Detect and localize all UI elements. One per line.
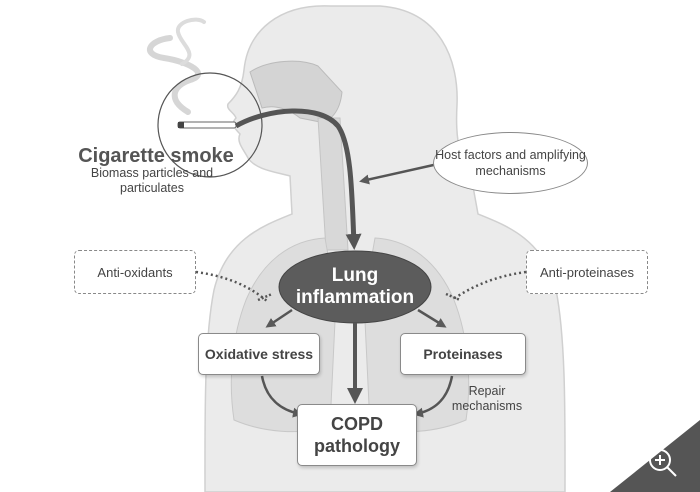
oxidative-stress-node: Oxidative stress: [198, 333, 320, 375]
anti-proteinases-node: Anti-proteinases: [526, 250, 648, 294]
mouth-callout-circle: [157, 72, 263, 178]
proteinases-to-copd-arrow: [413, 375, 454, 418]
to-oxidative-arrow: [265, 308, 293, 328]
anti-oxidants-node: Anti-oxidants: [74, 250, 196, 294]
lung-inflammation-label: Lung inflammation: [295, 265, 415, 308]
proteinases-node: Proteinases: [400, 333, 526, 375]
anti-oxidants-connector: [195, 270, 269, 303]
zoom-in-icon: [649, 449, 677, 477]
to-proteinases-arrow: [417, 308, 447, 328]
host-factors-arrow: [359, 162, 439, 185]
smoke-wisp-2: [175, 17, 206, 66]
repair-mechanisms-label: Repair mechanisms: [451, 384, 523, 413]
copd-pathology-node: COPD pathology: [297, 404, 417, 466]
host-factors-node: Host factors and amplifying mechanisms: [433, 132, 588, 194]
smoke-wisp: [147, 35, 201, 115]
cigarette-smoke-subtitle: Biomass particles and particulates: [90, 166, 214, 195]
smoke-path-arrow: [234, 108, 362, 250]
cigarette-smoke-title: Cigarette smoke: [78, 145, 234, 167]
oxidative-to-copd-arrow: [260, 375, 303, 418]
airway-cavity: [249, 60, 343, 123]
cigarette: [177, 121, 237, 129]
zoom-corner: [610, 420, 700, 492]
